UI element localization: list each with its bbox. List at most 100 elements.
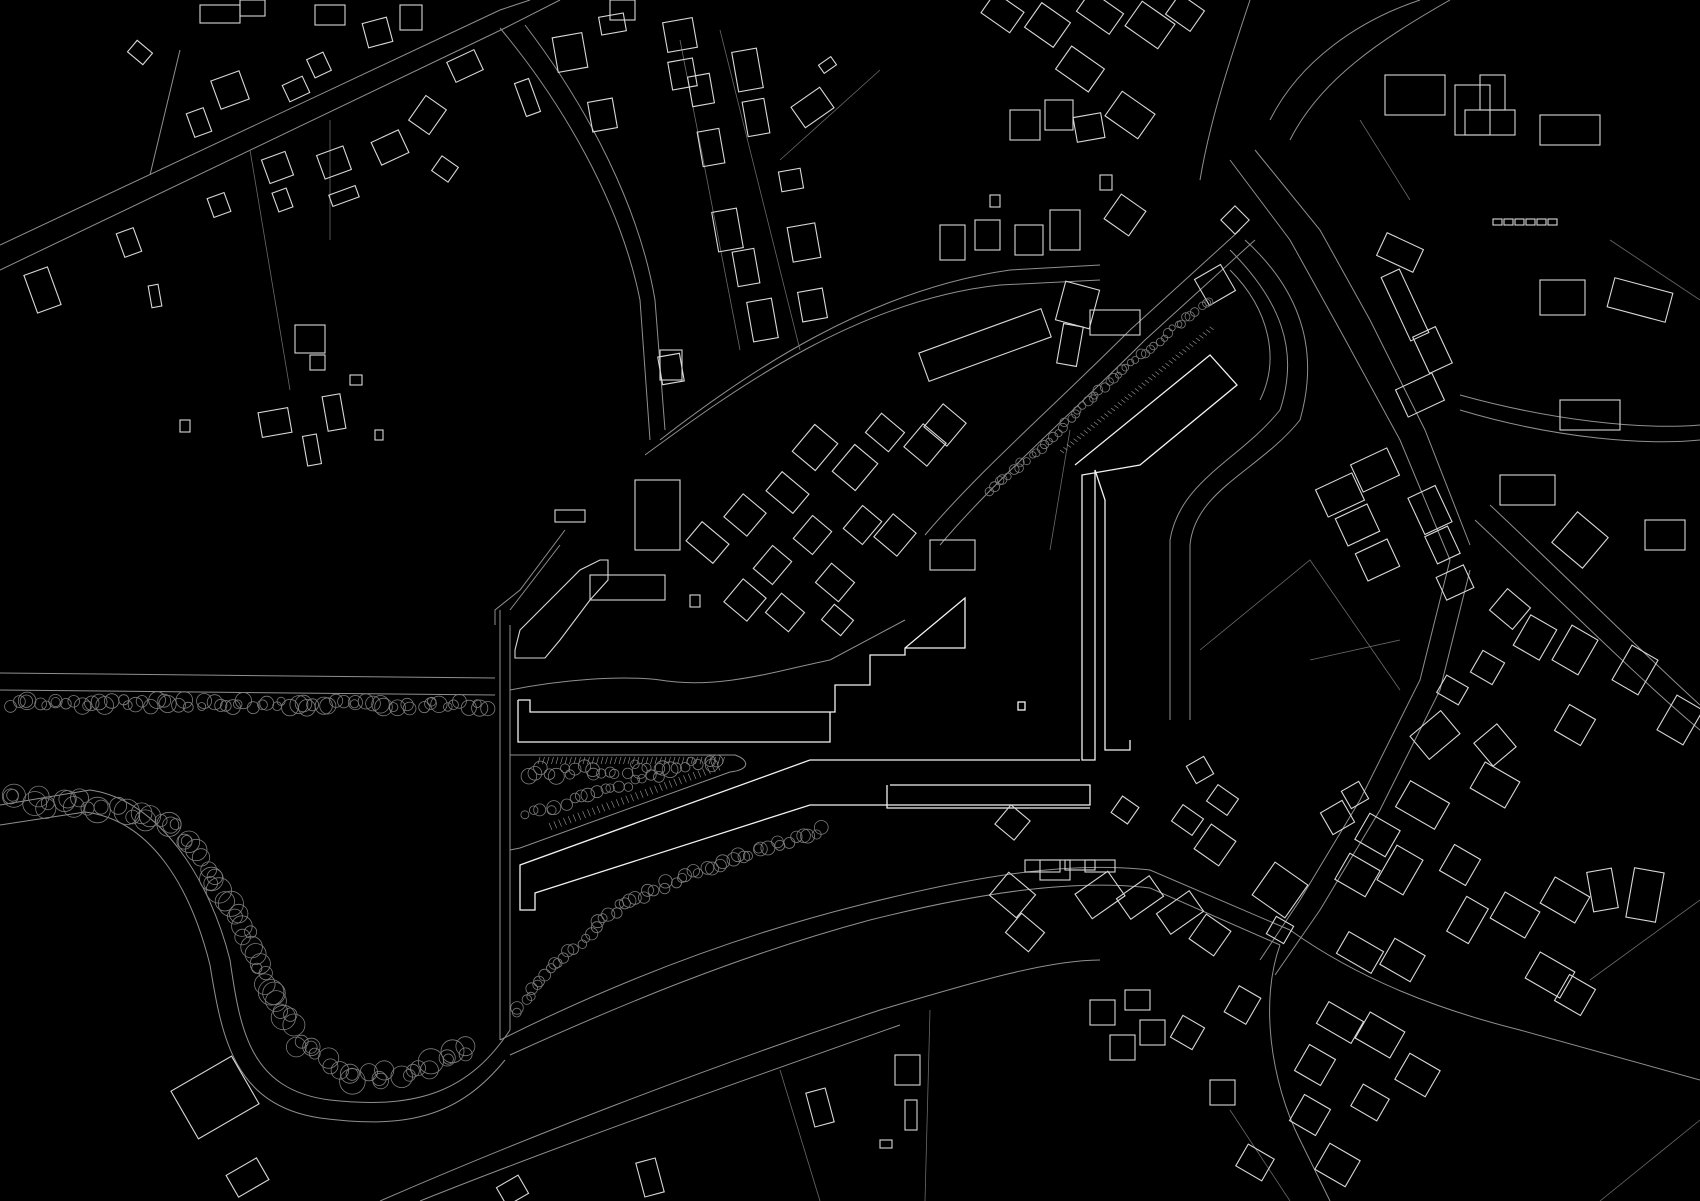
building-footprint [667, 57, 698, 91]
tree-canopy [443, 702, 453, 712]
parking-stall [582, 756, 586, 765]
building-footprint [1155, 890, 1205, 935]
tree-canopy [686, 864, 700, 878]
tree-canopy [246, 701, 260, 715]
tree-canopy [228, 903, 249, 924]
tree-canopy [448, 699, 459, 711]
building-footprint [239, 0, 266, 17]
building-footprint [634, 479, 681, 551]
promenade-marking [1087, 427, 1092, 431]
building-footprint [1411, 325, 1454, 375]
plot-line [924, 1009, 931, 1201]
building-footprint [1193, 823, 1237, 867]
building-footprint [820, 603, 855, 637]
tree-canopy [678, 868, 692, 883]
building-footprint [1354, 812, 1401, 858]
building-footprint [1169, 1014, 1206, 1051]
terrace-block [514, 559, 609, 659]
building-footprint [1319, 799, 1356, 836]
promenade-marking [1131, 390, 1136, 395]
tree-canopy [134, 809, 157, 832]
building-footprint [1625, 867, 1665, 923]
parking-stall [551, 756, 554, 765]
building-footprint [1512, 614, 1558, 661]
building-footprint [554, 509, 586, 523]
building-footprint [923, 403, 967, 447]
building-footprint [1314, 1142, 1361, 1188]
building-footprint [1188, 913, 1232, 957]
building-footprint [399, 4, 423, 31]
tree-canopy [742, 850, 753, 861]
building-footprint [1611, 644, 1659, 696]
tree-canopy [647, 884, 660, 897]
promenade-marking [1185, 346, 1190, 350]
tree-canopy [306, 698, 320, 712]
tree-canopy [527, 765, 543, 781]
building-footprint [115, 226, 143, 259]
tree-canopy [532, 979, 543, 990]
road-east-south [1259, 559, 1451, 961]
tree-canopy [214, 698, 228, 712]
building-footprint [586, 97, 619, 133]
building-footprint [1551, 511, 1609, 569]
promenade-marking [1155, 371, 1160, 375]
tree-canopy [658, 874, 673, 889]
building-footprint [1551, 624, 1599, 676]
tree-canopy [319, 697, 337, 715]
parking-stall [606, 802, 610, 810]
small-shed [1547, 218, 1558, 226]
tree-canopy [705, 861, 719, 876]
building-footprint [1445, 895, 1490, 945]
building-footprint [210, 70, 250, 110]
tree-canopy [402, 701, 417, 716]
tree-canopy [1156, 337, 1165, 347]
building-footprint [1438, 843, 1482, 887]
promenade-marking [1117, 402, 1122, 406]
building-footprint [1488, 587, 1532, 631]
tree-canopy [345, 1067, 359, 1081]
promenade-marking [1127, 393, 1133, 398]
tree-canopy [50, 697, 61, 708]
tree-canopy [289, 695, 309, 714]
building-footprint [1056, 322, 1084, 368]
tree-canopy [659, 882, 671, 895]
plot-line [1229, 1109, 1291, 1201]
promenade-marking [1100, 416, 1105, 420]
building-footprint [1559, 399, 1621, 431]
tree-canopy [661, 761, 679, 778]
tree-canopy [526, 991, 536, 1002]
tree-canopy [533, 803, 547, 817]
building-footprint [1384, 74, 1446, 116]
building-footprint [1435, 674, 1470, 706]
tree-canopy [692, 759, 704, 771]
promenade-marking [1114, 404, 1119, 409]
tree-canopy [314, 696, 333, 715]
tree-canopy [226, 908, 243, 925]
road-north-curve [659, 264, 1101, 441]
tree-canopy [451, 693, 467, 709]
parking-stall [663, 782, 668, 790]
tree-canopy [197, 702, 207, 711]
tree-canopy [281, 698, 299, 717]
building-footprint [309, 354, 326, 371]
parking-stall [654, 785, 658, 793]
road-west-horizontal [0, 689, 496, 696]
parking-stall [591, 807, 596, 815]
building-footprint [23, 266, 62, 314]
tree-canopy [1059, 417, 1069, 428]
building-footprint [281, 75, 311, 103]
tree-canopy [596, 768, 607, 779]
tree-canopy [27, 785, 50, 808]
tree-canopy [561, 944, 575, 958]
tree-canopy [547, 767, 565, 785]
parking-stall [555, 756, 559, 765]
parking-stall [690, 756, 694, 765]
tree-canopy [1029, 451, 1037, 459]
tree-canopy [600, 783, 611, 794]
building-footprint [1539, 279, 1586, 316]
building-footprint [260, 150, 295, 185]
parking-stall [601, 804, 606, 812]
road-east-upper [1459, 409, 1700, 443]
promenade-marking [1073, 438, 1078, 443]
